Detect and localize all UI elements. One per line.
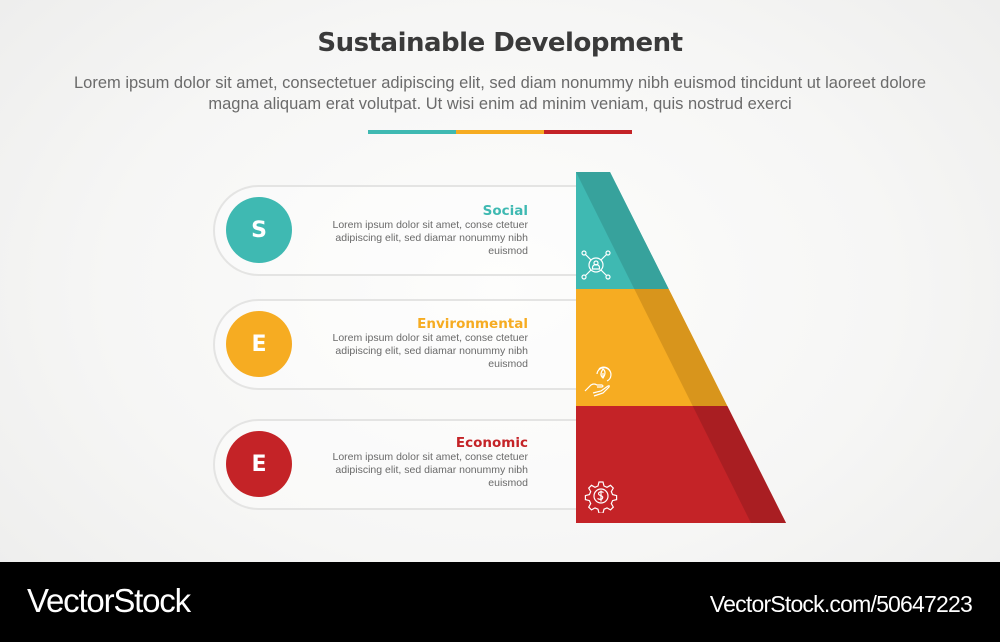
segment-environmental-shade	[634, 289, 728, 406]
hand-leaf-recycle-icon	[584, 366, 612, 397]
page-subtitle: Lorem ipsum dolor sit amet, consectetuer…	[73, 74, 927, 113]
item-body-economic: Lorem ipsum dolor sit amet, conse ctetue…	[332, 451, 528, 489]
item-text-social: Social Lorem ipsum dolor sit amet, conse…	[308, 203, 528, 258]
footer-image-id: VectorStock.com/50647223	[709, 591, 973, 617]
footer-logo: VectorStock	[27, 582, 191, 619]
gear-dollar-icon	[584, 481, 618, 513]
item-text-economic: Economic Lorem ipsum dolor sit amet, con…	[308, 435, 528, 490]
item-title-environmental: Environmental	[417, 316, 528, 332]
segment-economic-shade	[692, 406, 786, 523]
watermark-footer: VectorStock VectorStock.com/50647223	[0, 562, 1000, 642]
social-network-person-icon	[581, 250, 611, 280]
letter-badge-social: S	[226, 197, 292, 263]
divider-red	[544, 130, 632, 134]
letter-badge-economic: E	[226, 431, 292, 497]
item-body-environmental: Lorem ipsum dolor sit amet, conse ctetue…	[332, 332, 528, 370]
divider-yellow	[456, 130, 544, 134]
item-title-social: Social	[482, 203, 528, 219]
letter-badge-environmental: E	[226, 311, 292, 377]
page-title: Sustainable Development	[317, 28, 683, 58]
divider-teal	[368, 130, 456, 134]
tri-color-divider	[368, 130, 632, 134]
item-text-environmental: Environmental Lorem ipsum dolor sit amet…	[308, 316, 528, 371]
item-body-social: Lorem ipsum dolor sit amet, conse ctetue…	[332, 219, 528, 257]
item-title-economic: Economic	[455, 435, 528, 451]
